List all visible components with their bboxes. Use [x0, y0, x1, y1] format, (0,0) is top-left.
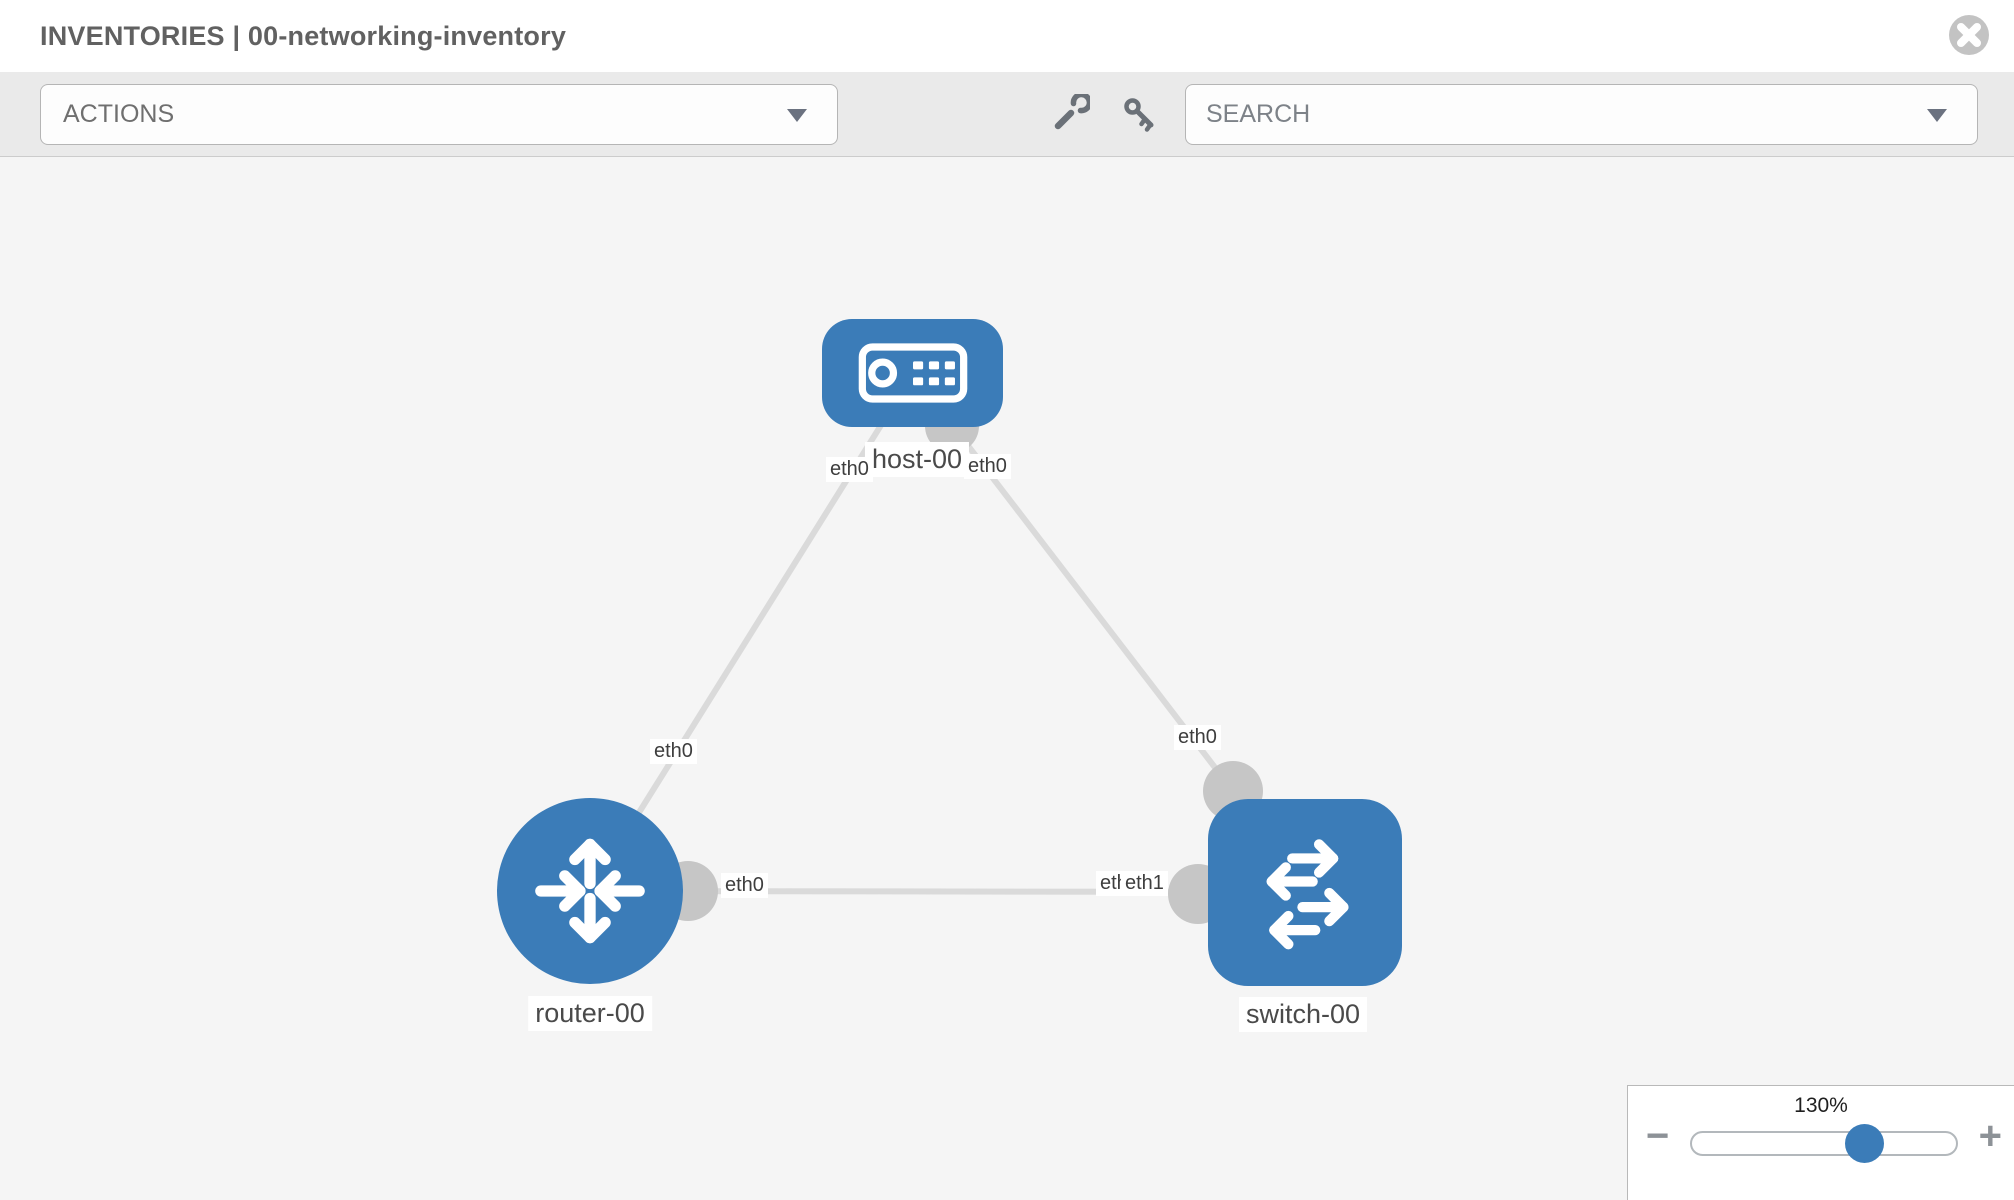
host-icon: [858, 343, 967, 403]
configure-tools-button[interactable]: [1046, 91, 1094, 138]
chevron-down-icon: [787, 108, 807, 122]
key-icon: [1124, 97, 1154, 132]
node-label-switch: switch-00: [1238, 997, 1368, 1032]
interface-label-router-eth0-up: eth0: [650, 739, 697, 764]
close-button[interactable]: [1948, 14, 1990, 56]
page-title: INVENTORIES | 00-networking-inventory: [40, 21, 567, 51]
switch-icon: [1266, 838, 1349, 949]
router-icon: [535, 838, 645, 944]
zoom-panel: 130% − +: [1627, 1085, 2014, 1200]
header-bar: INVENTORIES | 00-networking-inventory: [0, 0, 2014, 72]
node-router-00[interactable]: [497, 798, 683, 984]
search-chevron-down-icon: [1927, 108, 1947, 122]
zoom-out-button[interactable]: −: [1646, 1114, 1670, 1158]
topology-links-layer: [587, 372, 1306, 924]
topology-canvas[interactable]: host-00 router-00 switch-00 eth0 eth0 et…: [0, 157, 2014, 1200]
node-label-router: router-00: [528, 996, 652, 1031]
toolbar: ACTIONS: [0, 72, 2014, 157]
node-label-host: host-00: [864, 442, 970, 477]
interface-label-host-eth0-right: eth0: [964, 454, 1011, 479]
actions-dropdown[interactable]: ACTIONS: [40, 84, 838, 145]
interface-label-router-eth0: eth0: [721, 873, 768, 898]
key-credentials-button[interactable]: [1116, 92, 1164, 138]
search-box: [1185, 84, 1978, 145]
zoom-slider-track[interactable]: [1690, 1131, 1958, 1156]
interface-label-switch-eth0-top: eth0: [1174, 725, 1221, 750]
search-input[interactable]: [1206, 85, 1906, 144]
zoom-slider-thumb[interactable]: [1845, 1124, 1884, 1163]
actions-dropdown-label: ACTIONS: [63, 100, 175, 128]
node-switch-00[interactable]: [1208, 799, 1402, 986]
wrench-icon: [1054, 91, 1093, 129]
node-host-00[interactable]: [822, 319, 1003, 427]
zoom-in-button[interactable]: +: [1978, 1114, 2002, 1158]
close-icon: [1949, 15, 1989, 55]
zoom-level-value: 130%: [1794, 1094, 1848, 1117]
interface-label-switch-eth1: eth1: [1121, 871, 1168, 896]
interface-label-host-eth0-left: eth0: [826, 457, 873, 482]
